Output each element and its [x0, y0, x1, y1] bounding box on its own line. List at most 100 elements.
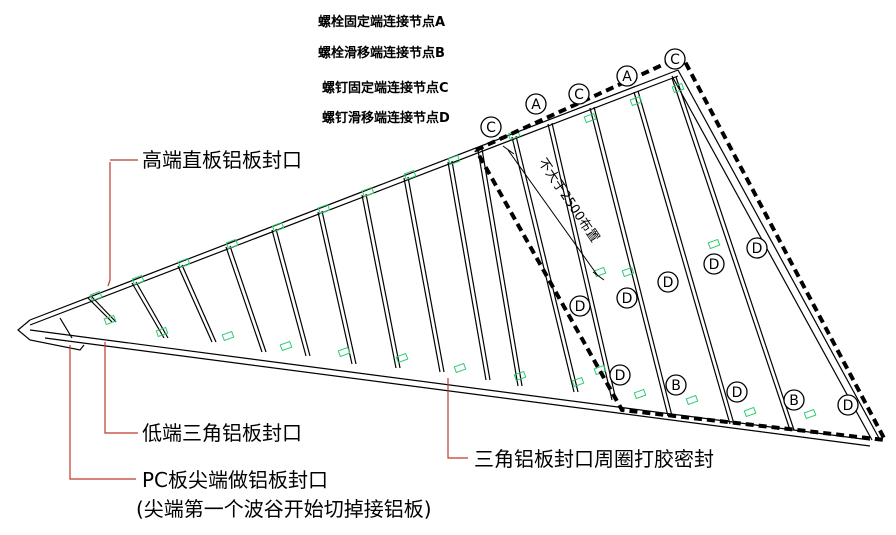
node-marker-circle — [616, 287, 638, 309]
panel-line — [637, 90, 735, 425]
clip-marker — [361, 186, 375, 198]
clip-marker — [103, 314, 117, 326]
node-marker-b: B — [783, 389, 805, 411]
clip-marker — [629, 95, 643, 107]
node-marker-circle — [480, 116, 502, 138]
clip-marker — [583, 112, 597, 124]
node-marker-letter: C — [670, 52, 680, 68]
panel-line — [365, 193, 401, 369]
node-marker-d: D — [657, 271, 679, 293]
node-marker-a: A — [525, 93, 547, 115]
panel-line — [135, 281, 169, 339]
callout-perimeter-seal: 三角铝板封口周圈打胶密封 — [474, 447, 714, 471]
clip-marker — [447, 154, 461, 166]
clip-marker — [403, 169, 417, 181]
clip-marker — [671, 82, 685, 94]
node-marker-c: C — [480, 116, 502, 138]
clip-marker — [221, 330, 235, 342]
panel-line — [671, 77, 791, 431]
node-marker-letter: D — [843, 398, 854, 414]
panel-lines — [87, 76, 795, 431]
node-marker-d: D — [726, 381, 748, 403]
node-marker-letter: D — [709, 257, 720, 273]
node-marker-letter: A — [622, 69, 632, 85]
clip-marker — [743, 406, 757, 418]
node-marker-d: D — [746, 237, 768, 259]
seal-perimeter — [474, 53, 889, 443]
panel-line — [275, 228, 311, 357]
clip-marker — [571, 376, 585, 388]
leader-lines — [69, 159, 468, 480]
clip-marker — [803, 408, 817, 420]
node-marker-letter: D — [663, 275, 674, 291]
callout-high-end: 高端直板铝板封口 — [142, 148, 302, 172]
clip-marker — [337, 346, 351, 358]
panel-line — [675, 76, 795, 431]
clip-marker — [225, 238, 239, 250]
panel-line — [403, 177, 441, 373]
clip-marker — [593, 266, 607, 278]
panel-line — [225, 246, 263, 353]
dimension-line — [502, 145, 605, 281]
legend-item-d: 螺钉滑移端连接节点D — [322, 110, 450, 126]
node-marker-a: A — [616, 65, 638, 87]
clip-marker — [155, 326, 169, 338]
panel-line — [271, 229, 307, 357]
clip-marker — [685, 394, 699, 406]
node-marker-letter: D — [575, 299, 586, 315]
panel-line — [511, 136, 575, 393]
node-marker-circle — [837, 394, 859, 416]
clip-marker — [177, 257, 191, 269]
panel-line — [447, 161, 487, 381]
panel-line — [477, 149, 519, 387]
legend-item-c: 螺钉固定端连接节点C — [322, 80, 449, 96]
node-marker-letter: B — [789, 393, 799, 409]
panel-line — [633, 91, 731, 425]
clip-marker — [131, 274, 145, 286]
callout-pc-tip-line1: PC板尖端做铝板封口 — [142, 468, 328, 492]
panel-line — [481, 148, 523, 387]
node-marker-d: D — [616, 287, 638, 309]
clip-marker — [633, 388, 647, 400]
panel-line — [321, 210, 357, 365]
node-marker-circle — [726, 381, 748, 403]
node-marker-circle — [569, 295, 591, 317]
node-marker-circle — [616, 65, 638, 87]
node-marker-circle — [664, 48, 686, 70]
node-marker-d: D — [837, 394, 859, 416]
roof-outline — [17, 69, 881, 447]
clip-marker — [279, 340, 293, 352]
node-marker-circle — [665, 374, 687, 396]
node-marker-circle — [783, 389, 805, 411]
legend-item-b: 螺栓滑移端连接节点B — [318, 45, 445, 61]
clip-marker — [317, 203, 331, 215]
panel-line — [317, 211, 353, 365]
clip-marker — [89, 290, 103, 302]
callouts: 高端直板铝板封口 低端三角铝板封口 PC板尖端做铝板封口 (尖端第一个波谷开始切… — [136, 148, 714, 521]
clip-marker — [271, 221, 285, 233]
legend: 螺栓固定端连接节点A 螺栓滑移端连接节点B 螺钉固定端连接节点C 螺钉滑移端连接… — [318, 14, 450, 126]
panel-line — [177, 265, 213, 343]
clip-marker — [453, 362, 467, 374]
node-marker-c: C — [664, 48, 686, 70]
node-marker-circle — [525, 93, 547, 115]
clip-marker — [621, 266, 635, 278]
node-marker-circle — [703, 253, 725, 275]
panel-line — [547, 123, 613, 401]
panel-line — [551, 122, 617, 401]
node-marker-letter: D — [615, 368, 626, 384]
panel-line — [589, 107, 669, 417]
node-marker-letter: D — [622, 291, 633, 307]
panel-line — [181, 264, 217, 343]
panel-line — [451, 160, 491, 381]
node-marker-letter: A — [531, 97, 541, 113]
node-marker-d: D — [703, 253, 725, 275]
legend-item-a: 螺栓固定端连接节点A — [318, 14, 445, 30]
node-marker-circle — [657, 271, 679, 293]
node-marker-letter: D — [752, 241, 763, 257]
panel-line — [131, 282, 165, 339]
clip-markers — [89, 82, 817, 420]
callout-low-end: 低端三角铝板封口 — [142, 421, 302, 445]
